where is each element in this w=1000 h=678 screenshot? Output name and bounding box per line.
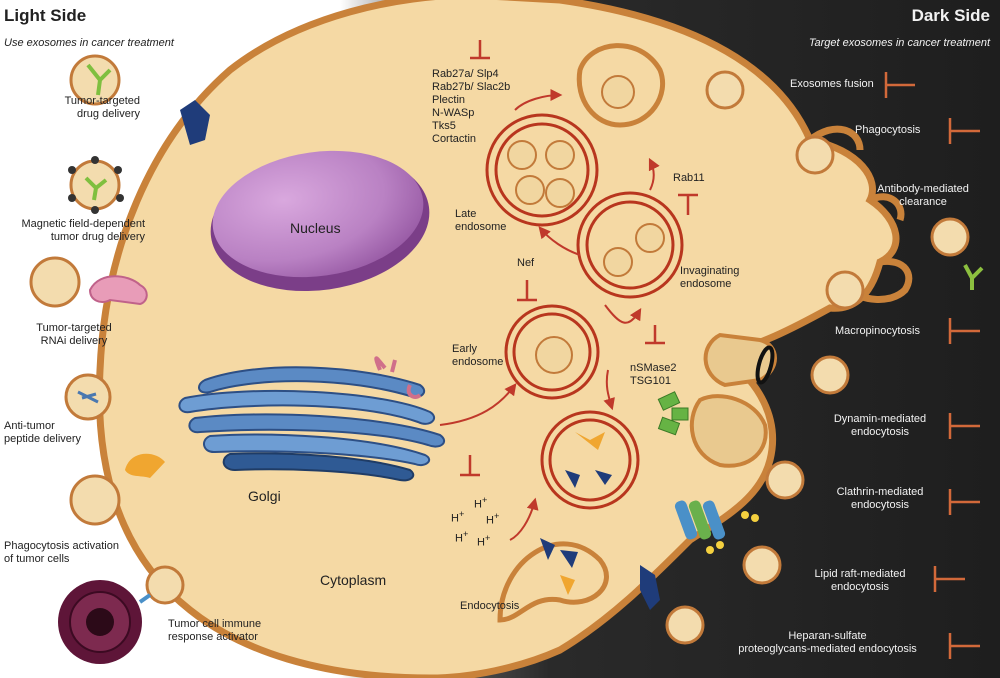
proton-label: H+ [486,511,500,527]
dynamin-pocket [689,394,768,468]
light-item-peptide-delivery: Anti-tumor peptide delivery [4,420,82,445]
light-side-title: Light Side [4,6,87,25]
light-side-subtitle: Use exosomes in cancer treatment [4,37,174,49]
golgi [178,356,446,482]
membrane-receptor [657,391,689,436]
nucleus-label: Nucleus [290,220,341,236]
late-endosome [485,113,599,227]
light-item-magnetic-delivery: Magnetic field-dependent tumor drug deli… [21,218,145,243]
early-endosome-label: Early endosome [452,343,504,368]
proton-label: H+ [474,495,488,511]
light-item-drug-delivery: Tumor-targeted drug delivery [64,95,140,120]
endocytosis-pocket [497,541,609,623]
dark-item-macropinocytosis: Macropinocytosis [835,325,920,337]
nef-label: Nef [517,257,535,269]
early-endosome [504,304,600,400]
endocytosis-cargo [540,538,578,568]
dark-side-icons [665,70,984,645]
dynamin-ring [755,345,775,385]
proton-label: H+ [455,529,469,545]
proton-label: H+ [477,533,491,549]
endocytosis-label: Endocytosis [460,600,520,612]
cargo-yellow [560,575,575,595]
dark-inhibit-symbols [884,72,980,659]
proton-label: H+ [451,509,465,525]
cytoplasm-label: Cytoplasm [320,572,387,588]
invaginating-endosome-label: Invaginating endosome [680,265,740,290]
lipid-raft-channel [674,500,759,554]
fusion-exosome [601,75,635,109]
invaginating-endosome [576,191,684,299]
dark-side-title: Dark Side [911,6,990,25]
dark-side-subtitle: Target exosomes in cancer treatment [808,37,990,49]
dark-item-dynamin-endocytosis: Dynamin-mediated endocytosis [833,413,927,438]
secretion-inhibitors-list: Rab27a/ Slp4 Rab27b/ Slac2b Plectin N-WA… [432,68,511,145]
light-item-rnai-delivery: Tumor-targeted RNAi delivery [36,322,112,347]
pathway-arrows [439,89,660,541]
light-side-icons [29,54,210,664]
dark-item-antibody-clearance: Antibody-mediated clearance [877,183,969,208]
endocytic-vesicle [540,410,640,510]
dark-item-clathrin-endocytosis: Clathrin-mediated endocytosis [836,486,924,511]
dark-item-lipid-raft-endocytosis: Lipid raft-mediated endocytosis [814,568,906,593]
rab11-label: Rab11 [673,172,705,184]
dark-item-phagocytosis: Phagocytosis [855,124,921,136]
membrane-protein-bottom [640,565,660,610]
light-item-immune-activator: Tumor cell immune response activator [168,618,262,643]
nsmase-label: nSMase2 TSG101 [630,362,677,387]
dark-item-exosome-fusion: Exosomes fusion [790,78,874,90]
nucleus-surface [212,150,424,278]
late-endosome-label: Late endosome [455,208,507,233]
inhibit-symbols [460,40,698,477]
golgi-label: Golgi [248,488,281,504]
dark-item-heparan-endocytosis: Heparan-sulfate proteoglycans-mediated e… [738,630,917,655]
light-item-phagocytosis-activation: Phagocytosis activation of tumor cells [4,540,119,565]
